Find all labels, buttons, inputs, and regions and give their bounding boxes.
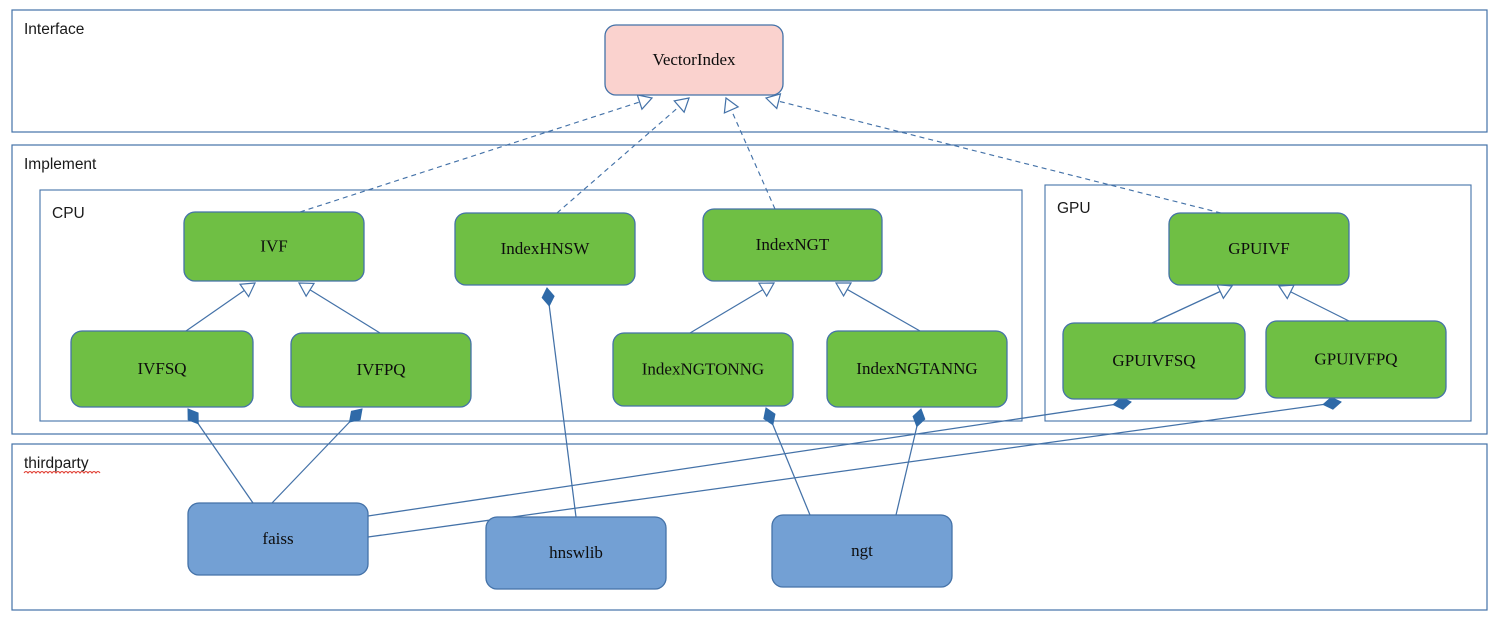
node-indexngtanng[interactable]: IndexNGTANNG (826, 330, 1008, 408)
spellcheck-underline-icon (23, 470, 101, 474)
node-vectorindex-label: VectorIndex (652, 50, 736, 69)
node-hnswlib-box[interactable] (485, 516, 667, 590)
arrowhead-hollow-triangle-icon (238, 282, 256, 298)
node-indexngt[interactable]: IndexNGT (702, 208, 883, 282)
subgroup-cpu: CPU (39, 189, 1023, 422)
node-gpuivfpq-box[interactable] (1265, 320, 1447, 399)
node-vectorindex[interactable]: VectorIndex (604, 24, 784, 96)
node-ivf[interactable]: IVF (183, 211, 365, 282)
node-ivf-box[interactable] (183, 211, 365, 282)
edge-indexngtanng-to-indexngt (835, 282, 921, 332)
group-implement-label: Implement (24, 156, 97, 173)
subgroup-gpu: GPU (1044, 184, 1472, 422)
node-indexngt-label: IndexNGT (756, 235, 830, 254)
group-thirdparty-label: thirdparty (24, 455, 89, 472)
edge-ivf-to-vectorindex (299, 97, 653, 213)
node-hnswlib[interactable]: hnswlib (485, 516, 667, 590)
arrowheads-layer (187, 93, 1342, 428)
node-vectorindex-box[interactable] (604, 24, 784, 96)
node-indexhnsw[interactable]: IndexHNSW (454, 212, 636, 286)
node-gpuivf-box[interactable] (1168, 212, 1350, 286)
subgroup-containers-layer: CPU GPU (39, 184, 1472, 422)
node-ivfpq[interactable]: IVFPQ (290, 332, 472, 408)
group-interface-label: Interface (24, 21, 84, 38)
edge-faiss-to-ivfpq (271, 408, 363, 504)
edges-layer (185, 97, 1350, 538)
node-gpuivf-label: GPUIVF (1228, 239, 1289, 258)
node-hnswlib-label: hnswlib (549, 543, 603, 562)
node-gpuivfsq-box[interactable] (1062, 322, 1246, 400)
node-gpuivfsq[interactable]: GPUIVFSQ (1062, 322, 1246, 400)
arrowhead-filled-diamond-icon (541, 287, 555, 307)
arrowhead-hollow-triangle-icon (297, 282, 316, 298)
edge-ivfsq-to-ivf (185, 282, 256, 332)
arrowhead-hollow-triangle-icon (723, 96, 740, 114)
node-gpuivfpq[interactable]: GPUIVFPQ (1265, 320, 1447, 399)
subgroup-gpu-label: GPU (1057, 200, 1091, 217)
edge-gpuivf-to-vectorindex (765, 97, 1222, 214)
edge-faiss-to-gpuivfpq (367, 401, 1342, 538)
arrowhead-hollow-triangle-icon (757, 282, 776, 298)
node-indexngtonng-label: IndexNGTONNG (642, 359, 764, 378)
arrowhead-filled-diamond-icon (348, 408, 363, 423)
node-ngt[interactable]: ngt (771, 514, 953, 588)
node-faiss-box[interactable] (187, 502, 369, 576)
node-gpuivf[interactable]: GPUIVF (1168, 212, 1350, 286)
subgroup-gpu-frame (1044, 184, 1472, 422)
arrowhead-hollow-triangle-icon (834, 282, 853, 298)
edge-ngt-to-indexngtonng (765, 407, 811, 516)
arrowhead-filled-diamond-icon (912, 408, 926, 428)
edge-indexngtonng-to-indexngt (689, 282, 775, 334)
node-indexngtonng-box[interactable] (612, 332, 794, 407)
edge-faiss-to-ivfsq (187, 408, 254, 504)
node-ivf-label: IVF (260, 236, 287, 255)
arrowhead-hollow-triangle-icon (636, 94, 654, 111)
node-gpuivfpq-label: GPUIVFPQ (1314, 349, 1397, 368)
node-ngt-box[interactable] (771, 514, 953, 588)
arrowhead-filled-diamond-icon (187, 408, 199, 425)
node-indexhnsw-label: IndexHNSW (501, 239, 591, 258)
node-ivfpq-box[interactable] (290, 332, 472, 408)
arrowhead-filled-diamond-icon (763, 407, 776, 426)
node-indexngtanng-box[interactable] (826, 330, 1008, 408)
node-ivfsq[interactable]: IVFSQ (70, 330, 254, 408)
edge-faiss-to-gpuivfsq (367, 401, 1132, 517)
subgroup-cpu-frame (39, 189, 1023, 422)
edge-hnswlib-to-indexhnsw (546, 287, 577, 518)
node-faiss[interactable]: faiss (187, 502, 369, 576)
arrowhead-hollow-triangle-icon (764, 93, 782, 110)
edge-ivfpq-to-ivf (298, 282, 381, 334)
edge-indexngt-to-vectorindex (725, 97, 776, 210)
edge-indexhnsw-to-vectorindex (556, 97, 690, 214)
node-indexhnsw-box[interactable] (454, 212, 636, 286)
arrowhead-hollow-triangle-icon (673, 97, 690, 114)
node-faiss-label: faiss (262, 529, 293, 548)
node-indexngtanng-label: IndexNGTANNG (856, 359, 977, 378)
arrowhead-filled-diamond-icon (1322, 396, 1342, 410)
node-ivfsq-box[interactable] (70, 330, 254, 408)
edge-gpuivfsq-to-gpuivf (1151, 285, 1233, 324)
node-gpuivfsq-label: GPUIVFSQ (1112, 351, 1195, 370)
node-ngt-label: ngt (851, 541, 873, 560)
subgroup-cpu-label: CPU (52, 205, 85, 222)
node-ivfpq-label: IVFPQ (356, 360, 405, 379)
node-indexngtonng[interactable]: IndexNGTONNG (612, 332, 794, 407)
node-indexngt-box[interactable] (702, 208, 883, 282)
node-ivfsq-label: IVFSQ (137, 359, 186, 378)
